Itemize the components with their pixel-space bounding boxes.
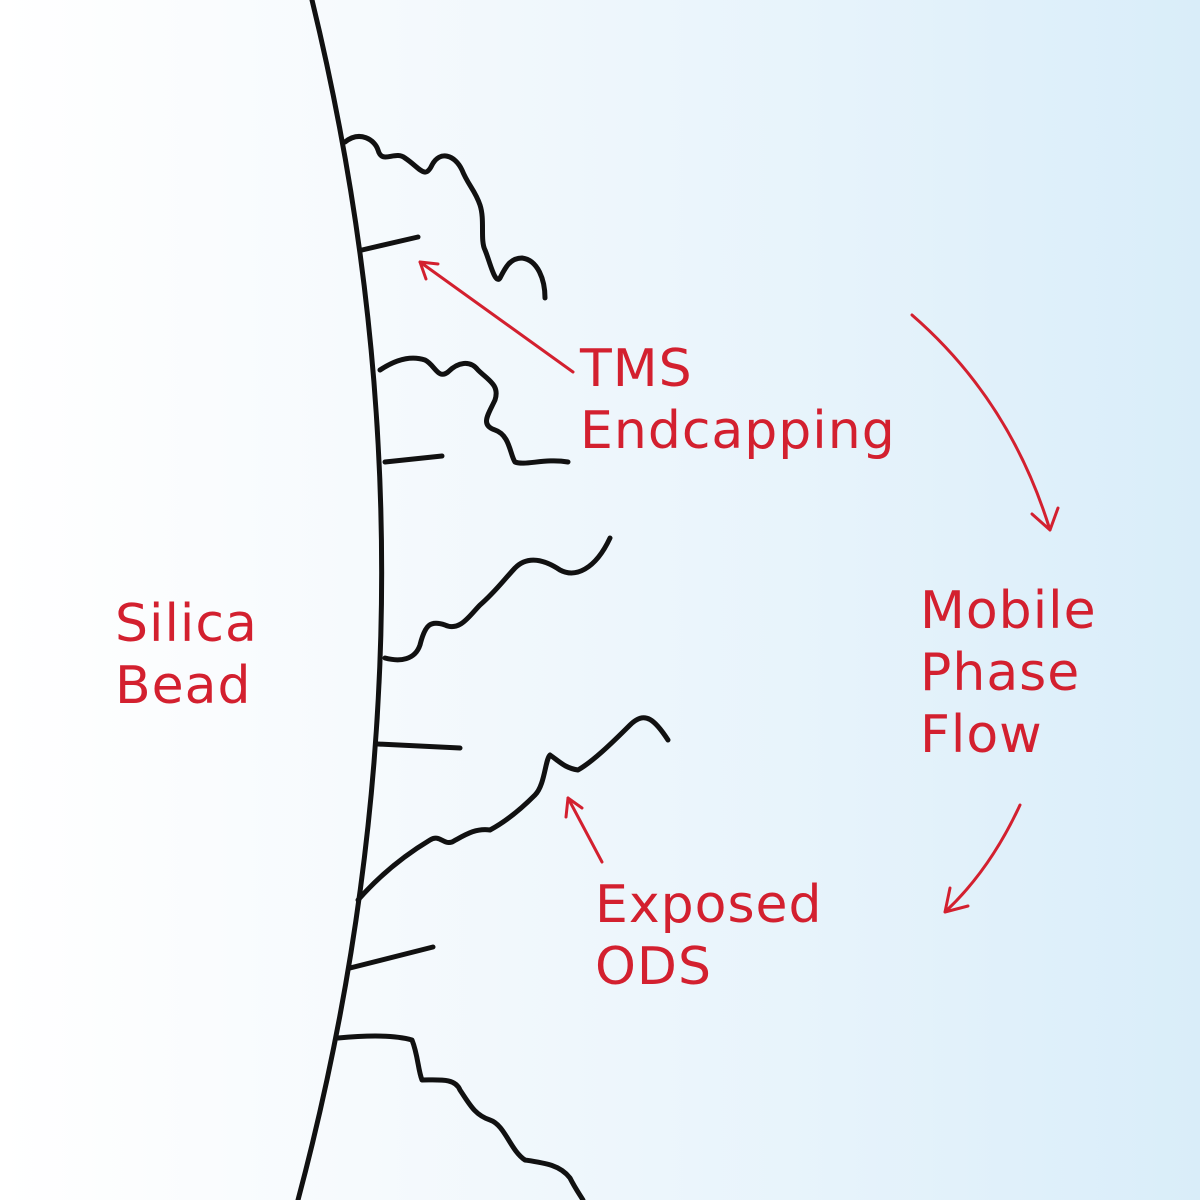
ods-chain: [342, 134, 548, 301]
tms-group: [359, 234, 421, 253]
label-line: Flow: [920, 705, 1043, 765]
label-line: Endcapping: [580, 401, 896, 461]
tms-endcapping-label: TMS Endcapping: [580, 338, 896, 462]
label-line: ODS: [595, 937, 712, 997]
label-line: Bead: [115, 656, 252, 716]
mobile-phase-flow-label: Mobile Phase Flow: [920, 580, 1097, 766]
ods-chain: [377, 355, 571, 466]
label-line: Phase: [920, 643, 1081, 703]
flow-arrow-top: [910, 313, 1060, 532]
label-line: Silica: [115, 594, 258, 654]
tms-group: [347, 944, 436, 971]
tms-pointer-arrow: [418, 260, 575, 374]
silica-bead-label: Silica Bead: [115, 593, 258, 717]
label-line: Mobile: [920, 581, 1097, 641]
ods-pointer-arrow: [564, 796, 604, 864]
silica-bead-surface: [295, 0, 385, 1200]
ods-chain: [355, 715, 671, 903]
ods-chain: [382, 535, 613, 663]
flow-arrow-bottom: [943, 803, 1022, 914]
exposed-ods-label: Exposed ODS: [595, 874, 823, 998]
tms-group: [375, 741, 463, 751]
ods-chain: [335, 1033, 586, 1200]
tms-group: [382, 453, 445, 465]
label-line: TMS: [580, 339, 693, 399]
label-line: Exposed: [595, 875, 823, 935]
